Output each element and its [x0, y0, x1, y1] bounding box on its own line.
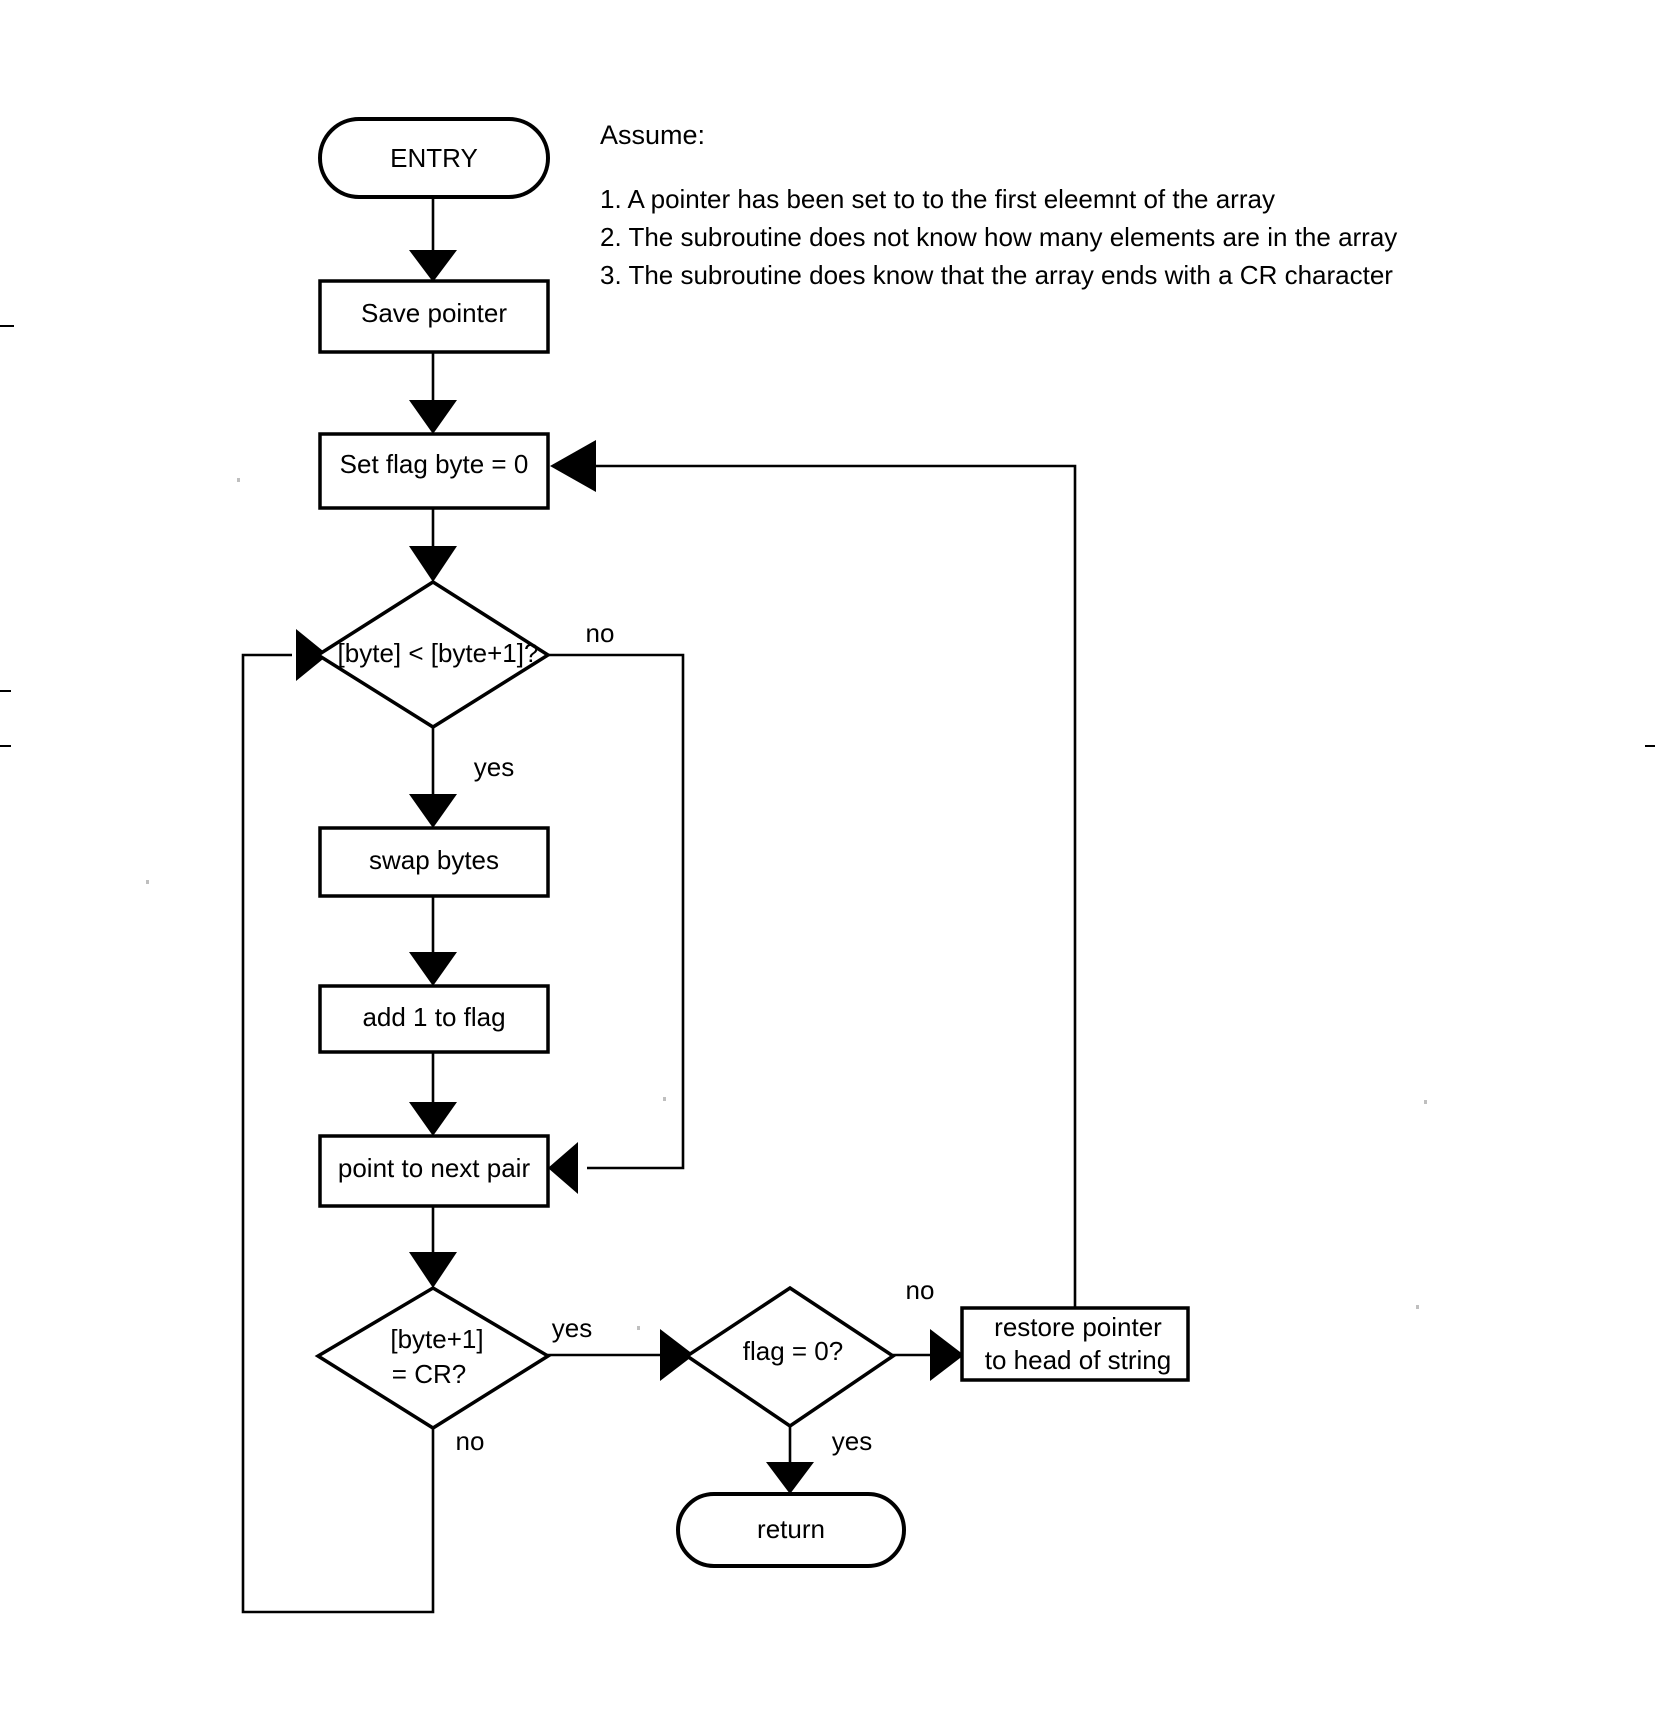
scan-speck-2	[146, 880, 149, 884]
node-swap-bytes-label: swap bytes	[369, 845, 499, 875]
node-next-pair[interactable]: point to next pair	[318, 1134, 550, 1208]
node-return-label: return	[757, 1514, 825, 1544]
edge-label-compare-no: no	[586, 618, 615, 648]
edge-save-pointer-to-set-flag	[409, 352, 457, 434]
node-swap-bytes[interactable]: swap bytes	[318, 826, 550, 898]
edge-next-pair-to-cr-check	[409, 1205, 457, 1288]
scan-speck-1	[237, 478, 240, 482]
node-entry[interactable]: ENTRY	[318, 117, 550, 199]
edge-compare-yes-to-swap	[409, 722, 457, 828]
edge-restore-to-set-flag	[550, 440, 1077, 1308]
node-entry-label: ENTRY	[390, 143, 478, 173]
scan-artifact-left-line-3	[0, 745, 11, 747]
assumptions-note: Assume: 1. A pointer has been set to to …	[600, 118, 1398, 294]
assumptions-heading: Assume:	[600, 120, 706, 150]
scan-artifact-left-line-2	[0, 690, 11, 692]
node-restore-pointer-label-line2: to head of string	[985, 1345, 1171, 1375]
scan-speck-4	[1424, 1100, 1427, 1104]
node-cr-check-decision[interactable]: [byte+1] = CR?	[314, 1285, 552, 1431]
edge-label-cr-no: no	[456, 1426, 485, 1456]
edge-label-cr-yes: yes	[552, 1313, 592, 1343]
edge-entry-to-save-pointer	[409, 196, 457, 282]
edge-label-flag-no: no	[906, 1275, 935, 1305]
node-flag-check-label: flag = 0?	[743, 1336, 843, 1366]
node-compare-decision[interactable]: [byte] < [byte+1]?	[314, 579, 552, 730]
node-next-pair-label: point to next pair	[338, 1153, 531, 1183]
scan-artifact-right-line-1	[1645, 745, 1655, 747]
assumption-item-1: 1. A pointer has been set to to the firs…	[600, 184, 1275, 214]
node-save-pointer-label: Save pointer	[361, 298, 507, 328]
assumption-item-2: 2. The subroutine does not know how many…	[600, 222, 1398, 252]
edge-add-flag-to-next-pair	[409, 1048, 457, 1136]
node-cr-check-label-line2: = CR?	[392, 1359, 466, 1389]
scan-speck-5	[1416, 1305, 1419, 1309]
edge-cr-no-to-compare	[241, 629, 435, 1614]
node-save-pointer[interactable]: Save pointer	[318, 279, 550, 354]
node-cr-check-label-line1: [byte+1]	[390, 1324, 483, 1354]
edge-swap-to-add-flag	[409, 885, 457, 986]
edge-flag-yes-to-return	[766, 1425, 814, 1494]
edge-label-compare-yes: yes	[474, 752, 514, 782]
node-add-flag[interactable]: add 1 to flag	[318, 984, 550, 1054]
scan-speck-6	[637, 1326, 640, 1330]
node-restore-pointer[interactable]: restore pointer to head of string	[960, 1306, 1190, 1382]
node-set-flag[interactable]: Set flag byte = 0	[318, 432, 550, 510]
scan-speck-3	[663, 1097, 666, 1101]
node-restore-pointer-label-line1: restore pointer	[994, 1312, 1162, 1342]
node-set-flag-label: Set flag byte = 0	[340, 449, 529, 479]
edge-cr-yes-to-flag-check	[543, 1329, 695, 1381]
node-compare-label: [byte] < [byte+1]?	[338, 638, 539, 668]
node-flag-check-decision[interactable]: flag = 0?	[683, 1285, 897, 1429]
edge-flag-no-to-restore	[886, 1329, 964, 1381]
node-add-flag-label: add 1 to flag	[362, 1002, 505, 1032]
assumptions-list: 1. A pointer has been set to to the firs…	[600, 180, 1398, 294]
node-return[interactable]: return	[676, 1492, 906, 1568]
edge-set-flag-to-compare	[409, 508, 457, 582]
assumption-item-3: 3. The subroutine does know that the arr…	[600, 260, 1393, 290]
edge-compare-no-to-next-pair	[544, 653, 685, 1194]
edge-label-flag-yes: yes	[832, 1426, 872, 1456]
scan-artifact-left-line-1	[0, 325, 14, 327]
